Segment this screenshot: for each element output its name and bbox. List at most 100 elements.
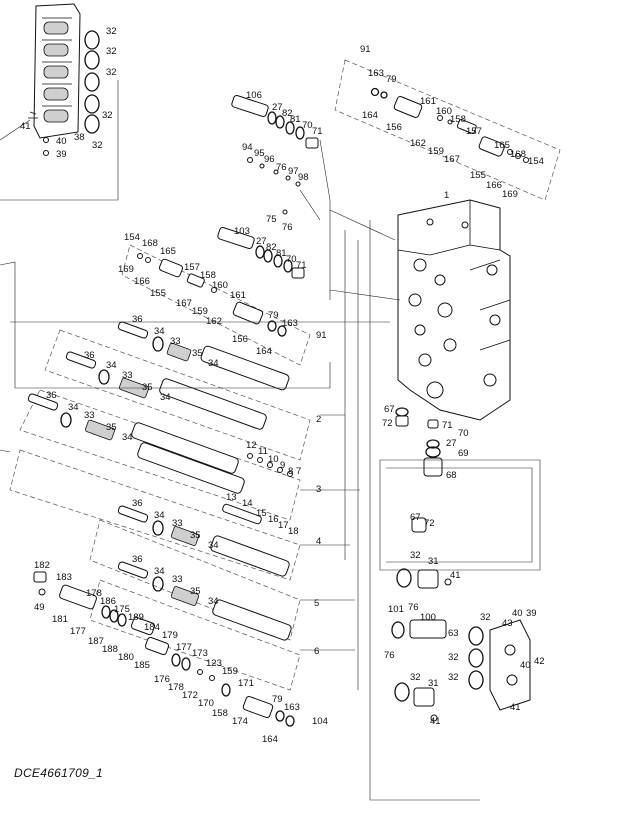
drawing-code: DCE4661709_1	[14, 766, 104, 780]
callout-label: 40	[512, 608, 523, 619]
assembly-103	[217, 227, 305, 279]
callout-label: 31	[428, 556, 439, 567]
callout-label: 7	[296, 466, 301, 477]
callout-label: 184	[144, 622, 160, 633]
callout-label: 155	[470, 170, 486, 181]
callout-label: 70	[302, 120, 313, 131]
callout-label: 169	[502, 189, 518, 200]
callout-label: 33	[122, 370, 133, 381]
callout-label: 17	[278, 520, 289, 531]
callout-label: 91	[360, 44, 371, 55]
callout-label: 27	[446, 438, 457, 449]
callout-label: 154	[528, 156, 544, 167]
callout-label: 35	[142, 382, 153, 393]
callout-label: 82	[282, 108, 293, 119]
callout-label: 79	[268, 310, 279, 321]
callout-label: 13	[226, 492, 237, 503]
callout-label: 106	[246, 90, 262, 101]
callout-label: 163	[284, 702, 300, 713]
callout-label: 16	[268, 514, 279, 525]
callout-label: 71	[442, 420, 453, 431]
callout-label: 177	[70, 626, 86, 637]
callout-label: 70	[458, 428, 469, 439]
callout-label: 2	[316, 414, 321, 425]
callout-label: 168	[510, 149, 526, 160]
callout-label: 9	[280, 460, 285, 471]
callout-label: 165	[494, 140, 510, 151]
callout-label: 39	[526, 608, 537, 619]
assembly-91-lower	[121, 244, 311, 366]
top-right-assembly-91	[334, 59, 561, 201]
callout-label: 161	[230, 290, 246, 301]
callout-label: 180	[118, 652, 134, 663]
callout-label: 35	[192, 348, 203, 359]
main-valve-body	[397, 199, 511, 421]
callout-label: 81	[276, 248, 287, 259]
callout-label: 167	[444, 154, 460, 165]
callout-label: 162	[206, 316, 222, 327]
callout-label: 32	[448, 672, 459, 683]
callout-label: 72	[424, 518, 435, 529]
callout-labels: 32 32 32 32 32 38 41 40 39 91 163 79 164…	[20, 26, 545, 745]
callout-label: 72	[382, 418, 393, 429]
callout-label: 170	[198, 698, 214, 709]
callout-label: 100	[420, 612, 436, 623]
callout-label: 164	[362, 110, 378, 121]
callout-label: 34	[154, 326, 165, 337]
callout-label: 103	[234, 226, 250, 237]
callout-label: 43	[502, 618, 513, 629]
callout-label: 33	[172, 518, 183, 529]
callout-label: 166	[486, 180, 502, 191]
callout-label: 12	[246, 440, 257, 451]
callout-label: 178	[86, 588, 102, 599]
callout-label: 31	[428, 678, 439, 689]
callout-label: 157	[184, 262, 200, 273]
callout-label: 159	[222, 666, 238, 677]
callout-label: 91	[316, 330, 327, 341]
callout-label: 6	[314, 646, 319, 657]
callout-label: 164	[256, 346, 272, 357]
callout-label: 163	[282, 318, 298, 329]
callout-label: 75	[266, 214, 277, 225]
callout-label: 81	[290, 114, 301, 125]
callout-label: 27	[256, 236, 267, 247]
callout-label: 158	[450, 114, 466, 125]
callout-label: 159	[428, 146, 444, 157]
callout-label: 1	[444, 190, 449, 201]
callout-label: 69	[458, 448, 469, 459]
callout-label: 36	[46, 390, 57, 401]
callout-label: 34	[160, 392, 171, 403]
callout-label: 32	[480, 612, 491, 623]
callout-label: 172	[182, 690, 198, 701]
callout-label: 70	[286, 254, 297, 265]
callout-label: 33	[172, 574, 183, 585]
callout-label: 38	[74, 132, 85, 143]
callout-label: 33	[170, 336, 181, 347]
callout-label: 181	[52, 614, 68, 625]
callout-label: 32	[92, 140, 103, 151]
callout-label: 49	[34, 602, 45, 613]
callout-label: 35	[190, 586, 201, 597]
callout-label: 40	[56, 136, 67, 147]
callout-label: 166	[134, 276, 150, 287]
callout-label: 67	[384, 404, 395, 415]
left-bottom-assembly	[33, 571, 295, 727]
callout-label: 36	[84, 350, 95, 361]
callout-label: 34	[208, 358, 219, 369]
callout-label: 40	[520, 660, 531, 671]
callout-label: 162	[410, 138, 426, 149]
callout-label: 34	[154, 510, 165, 521]
callout-label: 163	[368, 68, 384, 79]
callout-label: 76	[276, 162, 287, 173]
callout-label: 164	[262, 734, 278, 745]
callout-label: 71	[296, 260, 307, 271]
callout-label: 79	[272, 694, 283, 705]
callout-label: 178	[168, 682, 184, 693]
callout-label: 188	[102, 644, 118, 655]
upper-middle-parts	[231, 95, 331, 300]
callout-label: 32	[106, 46, 117, 57]
callout-label: 41	[430, 716, 441, 727]
callout-label: 98	[298, 172, 309, 183]
callout-label: 169	[118, 264, 134, 275]
